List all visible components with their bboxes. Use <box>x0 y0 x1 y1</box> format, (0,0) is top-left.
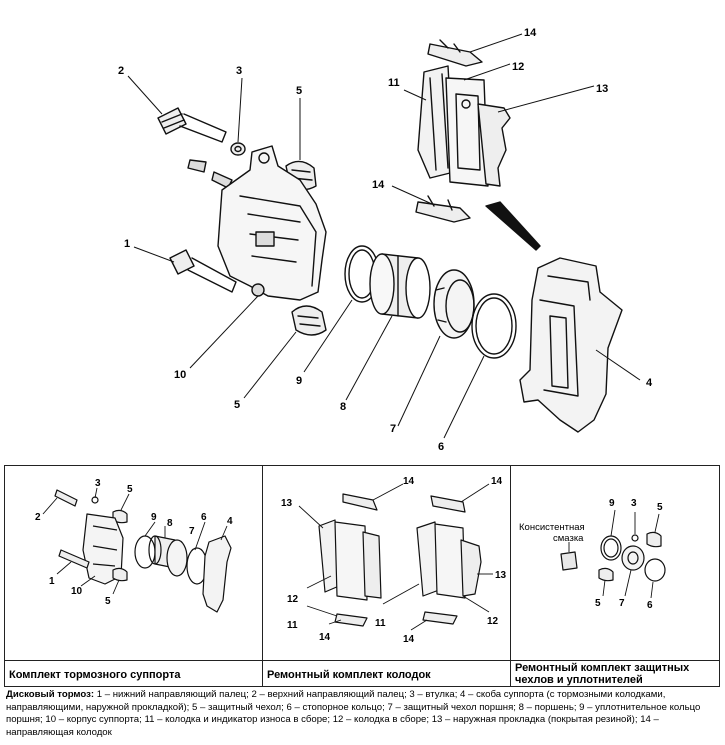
callout-14-upper: 14 <box>524 27 537 39</box>
p1-callout-10: 10 <box>71 586 83 597</box>
grease-label-line1: Консистентная <box>519 522 585 533</box>
p3-callout-3: 3 <box>631 498 637 509</box>
caliper-body <box>217 145 327 301</box>
p1-callout-2: 2 <box>35 512 41 523</box>
p2-callout-13-left: 13 <box>281 498 293 509</box>
p1-callout-3: 3 <box>95 478 101 489</box>
seal-kit-caption: Ремонтный комплект защитных чехлов и упл… <box>511 660 719 686</box>
callout-10: 10 <box>174 369 186 381</box>
grease-label-line2: смазка <box>553 533 584 544</box>
p3-callout-7: 7 <box>619 598 625 609</box>
retaining-ring <box>471 293 517 359</box>
pad-guide-upper <box>427 39 483 67</box>
figure-caption-lead: Дисковый тормоз: <box>6 689 95 700</box>
p1-callout-5-lower: 5 <box>105 596 111 607</box>
p2-callout-11-right: 11 <box>375 618 386 629</box>
caliper-kit-drawing: 3 2 5 9 8 6 4 7 1 10 5 <box>35 478 233 613</box>
seal-kit-panel: Консистентная смазка 9 3 5 5 7 6 Ремонтн… <box>511 466 719 686</box>
bleeder-screw <box>187 159 233 189</box>
p2-callout-14-bottom-left: 14 <box>319 632 331 643</box>
p2-callout-14-top-right: 14 <box>491 476 503 487</box>
upper-guide-pin <box>157 107 227 143</box>
p3-callout-9: 9 <box>609 498 615 509</box>
pad-kit-caption: Ремонтный комплект колодок <box>263 660 510 686</box>
p3-callout-5-left: 5 <box>595 598 601 609</box>
bushing <box>230 142 246 156</box>
p1-callout-8: 8 <box>167 518 173 529</box>
callout-5-upper: 5 <box>296 85 302 97</box>
piston <box>369 253 431 319</box>
caliper-bracket <box>519 257 623 433</box>
p1-callout-7: 7 <box>189 526 195 537</box>
p3-callout-6: 6 <box>647 600 653 611</box>
piston-boot <box>433 269 475 339</box>
p2-callout-13-right: 13 <box>495 570 507 581</box>
callout-11: 11 <box>388 77 400 89</box>
p2-callout-14-bottom-right: 14 <box>403 634 415 645</box>
grease-packet <box>560 551 578 571</box>
callout-2: 2 <box>118 65 124 77</box>
callout-8: 8 <box>340 401 346 413</box>
p1-callout-1: 1 <box>49 576 55 587</box>
p2-callout-12-right: 12 <box>487 616 499 627</box>
callout-12: 12 <box>512 61 524 73</box>
callout-6: 6 <box>438 441 444 453</box>
pad-kit-panel: 13 14 14 12 11 14 11 14 13 12 Ремонтный … <box>263 466 511 686</box>
callout-4: 4 <box>646 377 653 389</box>
p2-callout-12-left: 12 <box>287 594 299 605</box>
pad-kit-drawing: 13 14 14 12 11 14 11 14 13 12 <box>281 476 507 645</box>
lower-guide-pin <box>169 249 237 293</box>
p2-callout-11-left: 11 <box>287 620 298 631</box>
protective-boot-lower <box>291 305 327 336</box>
caliper-kit-caption: Комплект тормозного суппорта <box>5 660 262 686</box>
p1-callout-5-upper: 5 <box>127 484 133 495</box>
kit-panels: 3 2 5 9 8 6 4 7 1 10 5 Комплект тормозно… <box>4 465 720 687</box>
p3-callout-5-right: 5 <box>657 502 663 513</box>
callout-3: 3 <box>236 65 242 77</box>
caliper-kit-panel: 3 2 5 9 8 6 4 7 1 10 5 Комплект тормозно… <box>5 466 263 686</box>
brake-pad-with-wear-indicator <box>417 65 455 179</box>
p2-callout-14-top-left: 14 <box>403 476 415 487</box>
outer-shim <box>477 103 511 187</box>
callout-5-lower: 5 <box>234 399 240 411</box>
callout-1: 1 <box>124 238 130 250</box>
p1-callout-4: 4 <box>227 516 233 527</box>
seal-kit-drawing: Консистентная смазка 9 3 5 5 7 6 <box>519 498 666 611</box>
p1-callout-6: 6 <box>201 512 207 523</box>
callout-14-lower: 14 <box>372 179 385 191</box>
callout-9: 9 <box>296 375 302 387</box>
figure-caption: Дисковый тормоз: 1 – нижний направляющий… <box>6 689 718 739</box>
callout-7: 7 <box>390 423 396 435</box>
pad-guide-lower <box>415 195 471 223</box>
p1-callout-9: 9 <box>151 512 157 523</box>
callout-13: 13 <box>596 83 608 95</box>
assembly-arrow <box>485 201 541 251</box>
brake-exploded-view: 2 3 5 1 10 5 9 8 7 6 11 12 13 14 14 4 <box>118 27 653 453</box>
figure-caption-text: 1 – нижний направляющий палец; 2 – верхн… <box>6 689 701 738</box>
